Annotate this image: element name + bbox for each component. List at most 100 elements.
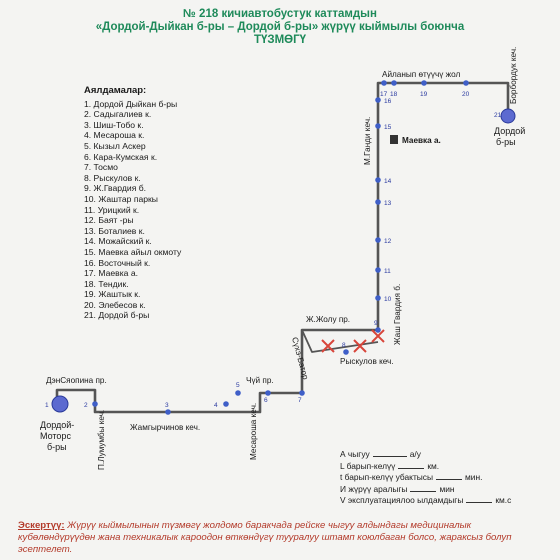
- legend-blank: [398, 460, 425, 469]
- stop-list-item: 5. Кызыл Аскер: [84, 140, 146, 151]
- stop-marker-8: [343, 349, 349, 355]
- legend-unit: мин: [439, 483, 455, 494]
- stop-number-label: 21: [494, 112, 502, 119]
- stop-marker-18: [391, 80, 397, 86]
- legend-label: V эксплуатациялоо ылдамдыгы: [340, 495, 464, 506]
- stop-number-label: 16: [384, 98, 392, 105]
- stop-marker-10: [375, 295, 381, 301]
- title-line-1: № 218 кичиавтобустук каттамдын: [183, 8, 377, 20]
- stop-list-item: 9. Ж.Гвардия б.: [84, 183, 147, 194]
- stop-list-item: 13. Боталиев к.: [84, 225, 145, 236]
- maevka-building-icon: [390, 135, 398, 144]
- stop-list-item: 14. Можайский к.: [84, 236, 152, 247]
- stop-list-item: 2. Садыгалиев к.: [84, 109, 152, 120]
- stop-number-label: 17: [380, 91, 388, 98]
- end-terminal-icon: [500, 108, 516, 124]
- legend-label: L барып-келүү: [340, 460, 396, 471]
- legend-unit: а/у: [409, 449, 421, 459]
- legend-row: А чыгуу а/у: [340, 448, 511, 460]
- stop-marker-3: [165, 409, 171, 415]
- place-maevka: Маевка а.: [402, 136, 441, 145]
- legend-row: И жүрүү аралыгы мин: [340, 483, 511, 495]
- stop-number-label: 6: [264, 397, 268, 404]
- street-borbordu: Борбордук кеч.: [509, 47, 518, 104]
- route-line: [55, 81, 510, 414]
- terminal-start-l1: Дордой-: [40, 420, 74, 430]
- legend-row: L барып-келүү км.: [340, 460, 511, 472]
- street-zhash-gvardia: Жаш Гвардия б.: [393, 284, 402, 345]
- crossroad-markers: [321, 329, 385, 353]
- stop-marker-19: [421, 80, 427, 86]
- stops-list-title: Аялдамалар:: [84, 85, 147, 96]
- street-ailanyp: Айланып өтүүчү жол: [382, 70, 460, 79]
- stop-list-item: 19. Жаштык к.: [84, 289, 141, 300]
- stop-number-label: 8: [342, 342, 346, 349]
- legend-unit: мин.: [465, 472, 483, 483]
- legend-row: t барып-келүү убактысы мин.: [340, 471, 511, 483]
- stop-number-label: 1: [45, 402, 49, 409]
- stop-number-label: 12: [384, 238, 392, 245]
- stop-number-label: 20: [462, 91, 470, 98]
- street-ryskulov: Рыскулов кеч.: [340, 357, 394, 366]
- street-mgandi: М.Ганди кеч.: [363, 117, 372, 165]
- legend-blank: [410, 483, 437, 492]
- stop-marker-16: [375, 97, 381, 103]
- stop-number-label: 5: [236, 382, 240, 389]
- legend-unit: км.с: [495, 495, 512, 506]
- stop-marker-9: [375, 327, 381, 333]
- legend-label: И жүрүү аралыгы: [340, 483, 408, 494]
- terminal-end-l2: б-ры: [496, 137, 516, 147]
- stop-marker-15: [375, 123, 381, 129]
- legend-blank: [372, 448, 407, 457]
- stop-number-label: 13: [384, 200, 392, 207]
- street-zhzholu: Ж.Жолу пр.: [306, 315, 350, 324]
- stop-list-item: 6. Кара-Кумская к.: [84, 151, 158, 162]
- stop-list-item: 21. Дордой б-ры: [84, 310, 150, 321]
- stop-marker-2: [92, 401, 98, 407]
- stop-marker-20: [463, 80, 469, 86]
- stop-list-item: 16. Восточный к.: [84, 257, 151, 268]
- stop-list-item: 7. Тосмо: [84, 162, 118, 173]
- stop-marker-5: [235, 390, 241, 396]
- legend-label: А чыгуу: [340, 449, 370, 459]
- street-mesarosha: Месароша кеч.: [249, 403, 258, 460]
- legend-blank: [466, 494, 493, 504]
- stop-list-item: 15. Маевка айыл окмоту: [84, 246, 182, 257]
- street-dzerzh: ДэнСяопина пр.: [46, 376, 107, 385]
- stop-number-label: 4: [214, 402, 218, 409]
- terminal-start-l3: б-ры: [47, 442, 67, 452]
- legend-unit: км.: [427, 460, 440, 471]
- street-zhamgyrchinov: Жамгырчинов кеч.: [130, 423, 200, 432]
- stop-number-label: 19: [420, 91, 428, 98]
- legend-label: t барып-келүү убактысы: [340, 472, 434, 483]
- route-params: А чыгуу а/у L барып-келүү км.t барып-келүү …: [340, 448, 511, 506]
- stop-number-label: 10: [384, 296, 392, 303]
- stop-marker-4: [223, 401, 229, 407]
- stop-list-item: 17. Маевка а.: [84, 268, 138, 279]
- stop-list-item: 4. Месароша к.: [84, 130, 145, 141]
- title-line-2: «Дордой-Дыйкан б-ры – Дордой б-ры» жүрүү…: [95, 21, 465, 33]
- note-box: Эскертүү: Жүрүү кыймылынын түзмөгү жолдо…: [18, 520, 544, 556]
- stop-list-item: 8. Рыскулов к.: [84, 172, 141, 183]
- stop-number-label: 11: [384, 268, 391, 275]
- stop-number-label: 9: [374, 320, 378, 327]
- terminal-start-l2: Моторс: [40, 431, 71, 441]
- street-chui: Чүй пр.: [246, 376, 274, 385]
- stop-number-label: 7: [298, 397, 302, 404]
- stop-number-label: 3: [165, 402, 169, 409]
- stop-marker-17: [381, 80, 387, 86]
- stop-list-item: 3. Шиш-Тобо к.: [84, 119, 144, 130]
- stop-list-item: 12. Баят -ры: [84, 215, 134, 226]
- legend-row: V эксплуатациялоо ылдамдыгы км.с: [340, 494, 511, 506]
- stop-marker-11: [375, 267, 381, 273]
- terminal-end-l1: Дордой: [494, 126, 525, 136]
- stop-list-item: 1. Дордой Дыйкан б-ры: [84, 98, 178, 109]
- stop-number-label: 15: [384, 124, 392, 131]
- stop-number-label: 2: [84, 402, 88, 409]
- title-line-3: ТҮЗМӨГҮ: [253, 34, 307, 46]
- note-label: Эскертүү:: [18, 520, 65, 531]
- stop-marker-7: [299, 390, 305, 396]
